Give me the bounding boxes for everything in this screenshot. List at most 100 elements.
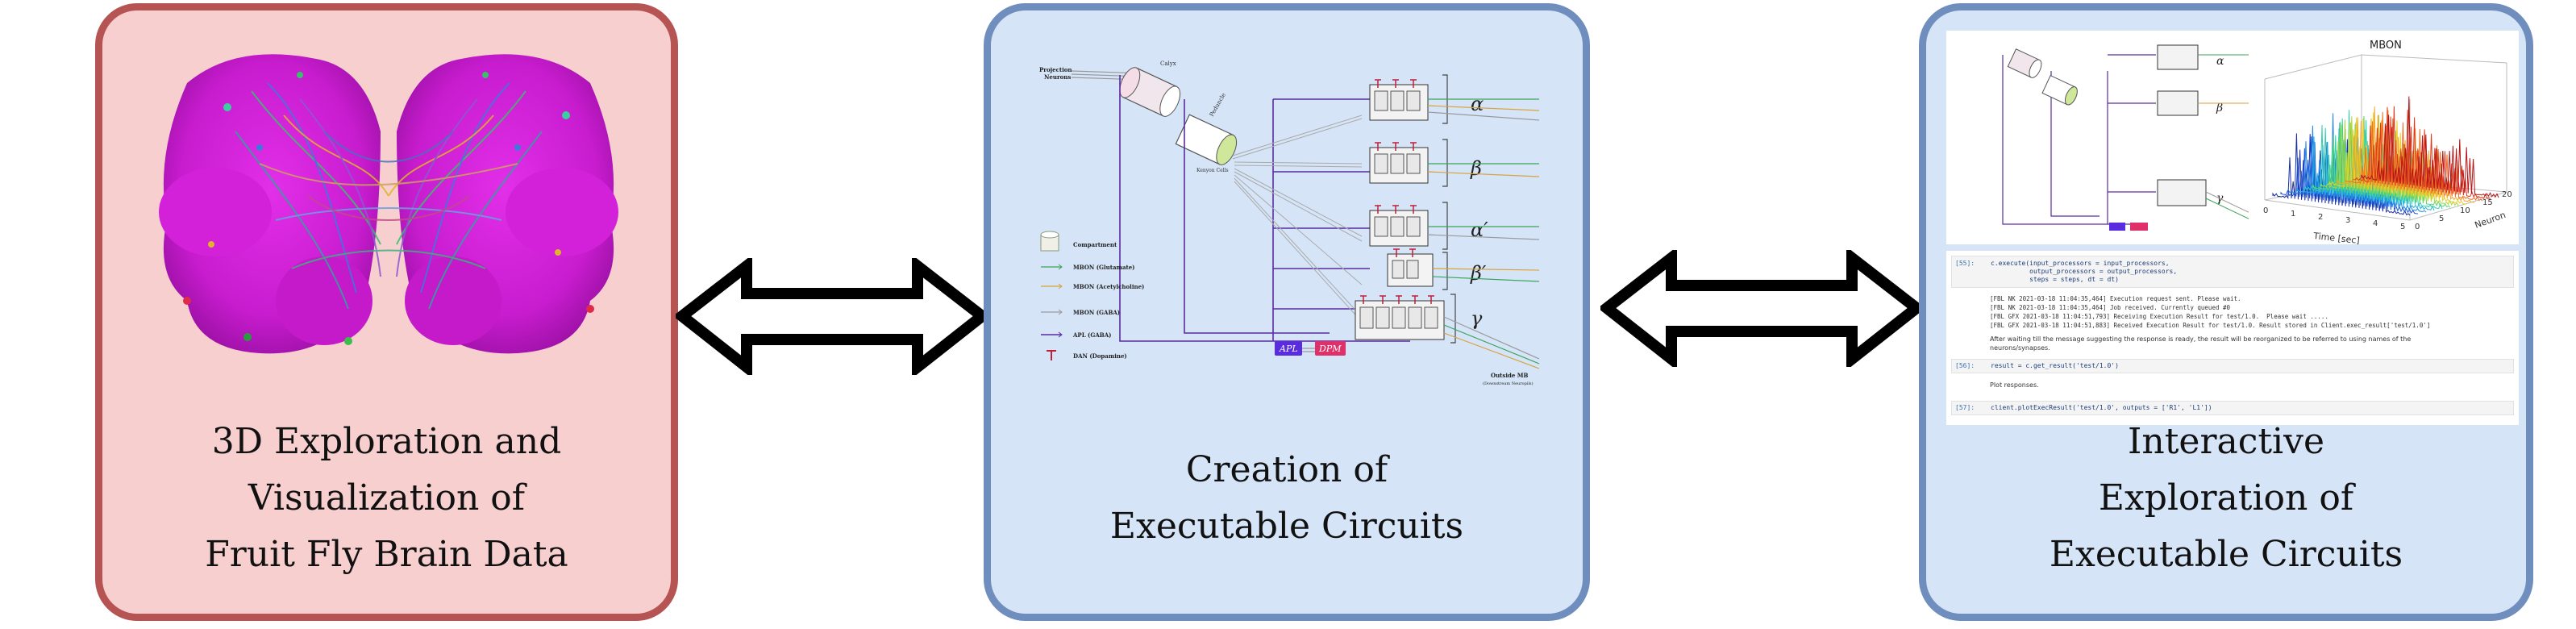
dpm-label: DPM: [1318, 344, 1342, 354]
neuron-tick: 0: [2415, 223, 2420, 231]
time-ticks: 0 1 2 3 4 5: [2263, 206, 2405, 231]
plot-title: MBON: [2370, 40, 2402, 52]
compartment-beta: [1369, 142, 1429, 184]
apl-label: APL: [1279, 344, 1298, 354]
notebook-cell[interactable]: [56]: result = c.get_result('test/1.0'): [1951, 359, 2514, 373]
compartment-alpha: [1369, 79, 1429, 121]
neuron-axis-label: Neuron: [2474, 210, 2507, 231]
kenyon-fibers: [1232, 115, 1363, 323]
double-arrow-icon: [676, 258, 988, 375]
cell-code: result = c.get_result('test/1.0'): [1991, 362, 2119, 369]
peduncle-cylinder: [1175, 114, 1238, 165]
caption-line: Creation of: [1185, 449, 1388, 490]
neuron-tick: 10: [2460, 206, 2470, 215]
time-tick: 5: [2400, 223, 2405, 231]
compartment-alpha-label: α: [1471, 93, 1484, 115]
neuron-trace: [2353, 106, 2491, 200]
compartment-gamma: [1355, 295, 1445, 340]
cell-prompt: [55]:: [1955, 260, 1975, 267]
legend-label: MBON (GABA): [1073, 309, 1120, 316]
caption-line: Exploration of: [2098, 477, 2354, 519]
neuron-trace: [2328, 112, 2466, 205]
time-tick: 2: [2318, 213, 2323, 222]
notebook-cell[interactable]: [57]: client.plotExecResult('test/1.0', …: [1951, 401, 2514, 415]
legend: Compartment MBON (Glutamate) MBON (Acety…: [1040, 231, 1144, 360]
legend-label: MBON (Acetylcholine): [1073, 283, 1144, 290]
compartment-gamma-label: γ: [1471, 307, 1483, 330]
caption-line: Visualization of: [248, 477, 526, 519]
legend-item-mbon-acetylcholine: MBON (Acetylcholine): [1041, 283, 1144, 290]
time-tick: 4: [2373, 219, 2378, 228]
compartment-beta-label: β: [1470, 157, 1482, 180]
interactive-exploration-panel: α β γ MBON 0 1 2 3 4 5 Time [s: [1919, 3, 2533, 621]
legend-label: DAN (Dopamine): [1073, 352, 1127, 360]
caption-line: Executable Circuits: [1109, 506, 1464, 547]
legend-item-compartment: Compartment: [1040, 231, 1117, 252]
compartment-beta-prime-label: β′: [1470, 262, 1487, 285]
neuron-trace: [2345, 111, 2483, 202]
mbon-output-lines: [1427, 98, 1540, 369]
neuron-trace: [2337, 106, 2475, 203]
caption-line: 3D Exploration and: [211, 421, 562, 462]
peduncle-label: Peduncle: [1209, 92, 1227, 118]
cell-output: [FBL NK 2021-03-18 11:04:35,464] Executi…: [1990, 295, 2431, 329]
kenyon-cells-label: Kenyon Cells: [1196, 168, 1229, 173]
neuron-ticks: 0 5 10 15 20: [2415, 190, 2512, 231]
cell-prompt: [57]:: [1955, 404, 1975, 411]
circuit-creation-caption: Creation of Executable Circuits: [991, 442, 1583, 555]
legend-label: APL (GABA): [1072, 331, 1111, 339]
visualization-caption: 3D Exploration and Visualization of Frui…: [102, 414, 671, 583]
legend-item-dan-dopamine: DAN (Dopamine): [1047, 350, 1127, 360]
apl-box: [1275, 341, 1302, 356]
calyx-label: Calyx: [1160, 60, 1176, 67]
cell-code: client.plotExecResult('test/1.0', output…: [1991, 404, 2212, 411]
dpm-box: [1315, 341, 1346, 356]
caption-line: Executable Circuits: [2049, 534, 2403, 575]
cell-bodies: [183, 72, 594, 345]
plot-traces: [2272, 96, 2499, 216]
legend-label: MBON (Glutamate): [1073, 264, 1134, 271]
cell-code: c.execute(input_processors = input_proce…: [1991, 260, 2178, 283]
caption-line: Fruit Fly Brain Data: [205, 534, 568, 575]
cell-prompt: [56]:: [1955, 362, 1975, 369]
neuron-tick: 20: [2502, 190, 2512, 199]
legend-label: Compartment: [1073, 241, 1117, 248]
output-sublabel: (Downstream Neuropils): [1483, 381, 1534, 386]
notebook-cell[interactable]: [55]: c.execute(input_processors = input…: [1951, 256, 2514, 288]
calyx-cylinder: [1119, 67, 1181, 117]
apl-dpm-link: [1302, 348, 1315, 352]
caption-line: Interactive: [2128, 421, 2324, 462]
compartment-alpha-prime: [1369, 205, 1429, 247]
compartment-alpha-prime-label: α′: [1471, 219, 1488, 241]
brain-render: [159, 54, 618, 354]
interactive-exploration-caption: Interactive Exploration of Executable Ci…: [1926, 414, 2526, 583]
neuron-tick: 5: [2439, 215, 2444, 223]
time-tick: 1: [2291, 210, 2295, 219]
brain-right-hemisphere: [397, 54, 618, 354]
notebook-output: [55]: c.execute(input_processors = input…: [1946, 251, 2519, 425]
cell-markdown: Plot responses.: [1990, 381, 2039, 389]
time-tick: 0: [2263, 206, 2268, 215]
time-axis-label: Time [sec]: [2312, 231, 2361, 244]
legend-item-mbon-glutamate: MBON (Glutamate): [1041, 264, 1134, 271]
time-tick: 3: [2345, 216, 2350, 225]
neuron-tick: 15: [2482, 198, 2493, 207]
double-arrow-icon: [1600, 250, 1923, 367]
neuron-trace: [2361, 96, 2499, 198]
mini-alpha-label: α: [2216, 55, 2224, 68]
neuron-trace: [2296, 129, 2435, 211]
mini-beta-label: β: [2216, 102, 2223, 115]
brain-left-hemisphere: [159, 54, 381, 354]
legend-item-mbon-gaba: MBON (GABA): [1041, 309, 1120, 316]
compartment-beta-prime: [1387, 248, 1434, 287]
legend-item-apl-gaba: APL (GABA): [1041, 331, 1111, 339]
neuron-fibers: [235, 82, 543, 310]
mini-circuit-diagram: α β γ: [1946, 31, 2261, 244]
visualization-panel: 3D Exploration and Visualization of Frui…: [95, 3, 678, 621]
mbon-3d-plot: MBON 0 1 2 3 4 5 Time [sec] 0 5 10 15 20…: [2249, 31, 2519, 244]
output-label: Outside MB: [1491, 372, 1529, 379]
cell-markdown: After waiting till the message suggestin…: [1990, 335, 2412, 352]
